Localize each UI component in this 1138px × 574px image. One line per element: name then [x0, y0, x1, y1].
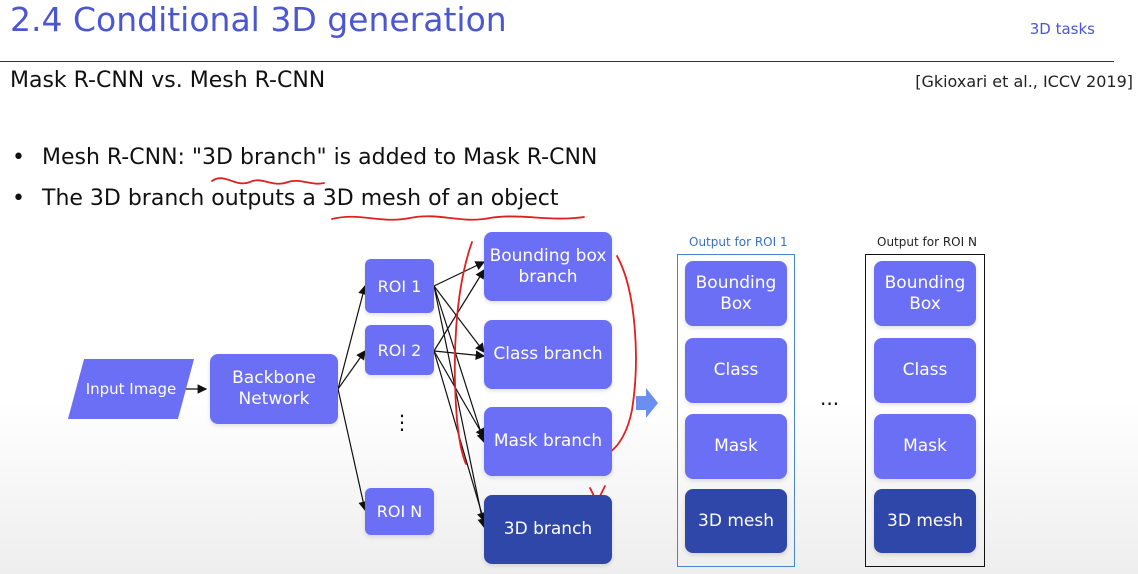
arrow-backbone-roiN [337, 388, 368, 512]
bullet-text: The 3D branch outputs a 3D mesh of an ob… [42, 186, 559, 211]
arrow-roi1-mask [433, 285, 487, 444]
backbone-network-box: Backbone Network [210, 354, 338, 424]
header-divider [0, 61, 1114, 62]
arrow-roi1-bbox [433, 261, 486, 287]
3d-branch: 3D branch [484, 495, 612, 564]
outputN-bounding-box: Bounding Box [874, 261, 976, 326]
roi-2-box: ROI 2 [365, 325, 434, 375]
output1-3d-mesh: 3D mesh [685, 489, 787, 553]
arrow-backbone-roi2 [337, 350, 366, 390]
bracket-annotation [453, 241, 473, 465]
roi-n-box: ROI N [365, 488, 434, 535]
arrow-roi2-mask [433, 350, 485, 439]
arrow-roi2-bbox [433, 268, 485, 352]
output-roiN-frame [865, 254, 985, 567]
output-arrow-icon [636, 388, 658, 418]
section-label: 3D tasks [1029, 20, 1095, 38]
bounding-box-branch: Bounding box branch [484, 232, 612, 301]
underline-annotation [211, 177, 325, 185]
underline-annotation [331, 215, 585, 221]
arrow-roi1-3d [433, 285, 487, 529]
bullet-item: • The 3D branch outputs a 3D mesh of an o… [12, 186, 559, 211]
outputN-3d-mesh: 3D mesh [874, 489, 976, 553]
bullet-dot-icon: • [12, 145, 25, 170]
roi-ellipsis: ⋮ [392, 410, 412, 434]
arrow-backbone-roi1 [337, 284, 368, 390]
bracket-annotation [609, 255, 637, 453]
output-roi1-label: Output for ROI 1 [689, 235, 788, 249]
slide-subtitle: Mask R-CNN vs. Mesh R-CNN [10, 68, 326, 93]
bullet-text: Mesh R-CNN: "3D branch" is added to Mask… [42, 145, 598, 170]
bullet-item: • Mesh R-CNN: "3D branch" is added to Mas… [12, 145, 597, 170]
outputs-ellipsis: ... [820, 386, 840, 410]
citation: [Gkioxari et al., ICCV 2019] [915, 72, 1133, 91]
roi-1-box: ROI 1 [365, 259, 434, 313]
arrow-roi2-class [433, 350, 486, 360]
mask-branch: Mask branch [484, 407, 612, 476]
output-roiN-label: Output for ROI N [877, 235, 977, 249]
arrow-roi1-class [433, 285, 485, 353]
outputN-class: Class [874, 338, 976, 403]
output-roi1-frame [677, 254, 795, 567]
outputN-mask: Mask [874, 414, 976, 479]
bullet-dot-icon: • [12, 186, 25, 211]
page-title: 2.4 Conditional 3D generation [10, 0, 507, 39]
output1-class: Class [685, 338, 787, 403]
output1-mask: Mask [685, 414, 787, 479]
arrow-roi2-3d [433, 350, 487, 523]
input-image-label: Input Image [85, 379, 177, 398]
class-branch: Class branch [484, 320, 612, 389]
output1-bounding-box: Bounding Box [685, 261, 787, 326]
